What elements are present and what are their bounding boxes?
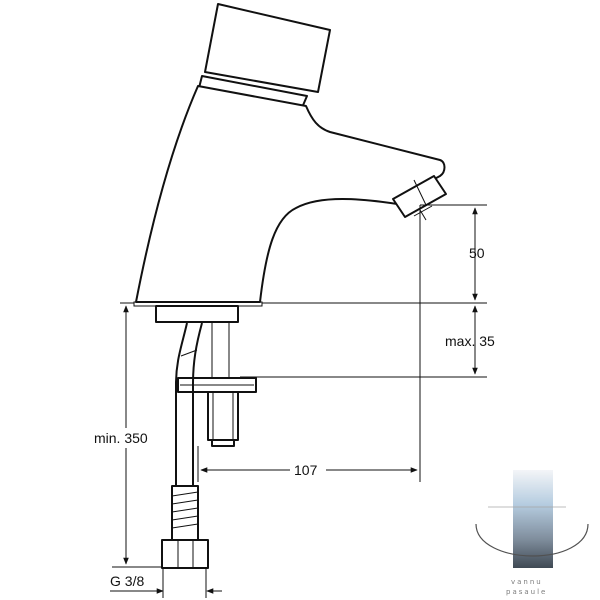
watermark-text-line2: pasaule — [506, 588, 547, 596]
extension-lines — [112, 204, 487, 598]
mounting-assembly — [177, 322, 257, 447]
base-plate — [133, 301, 263, 323]
dimension-min-hose: min. 350 — [92, 305, 160, 565]
dimension-label-50: 50 — [469, 245, 485, 261]
watermark-text-line1: vannu — [511, 578, 543, 586]
dimension-max-deck: max. 35 — [445, 305, 495, 375]
dimension-outlet-height: 50 — [469, 207, 485, 301]
dimension-label-107: 107 — [294, 462, 318, 478]
dimension-label-g-3-8: G 3/8 — [110, 573, 144, 589]
dimension-label-min-350: min. 350 — [94, 430, 148, 446]
dimension-thread: G 3/8 — [110, 573, 222, 594]
faucet-body — [135, 85, 446, 303]
supply-hose — [175, 322, 203, 490]
watermark-logo: vannu pasaule — [475, 470, 589, 596]
aerator-outlet — [392, 175, 447, 221]
dimension-spout-reach: 107 — [200, 460, 418, 480]
dimension-label-max-35: max. 35 — [445, 333, 495, 349]
hose-connector — [161, 485, 209, 569]
